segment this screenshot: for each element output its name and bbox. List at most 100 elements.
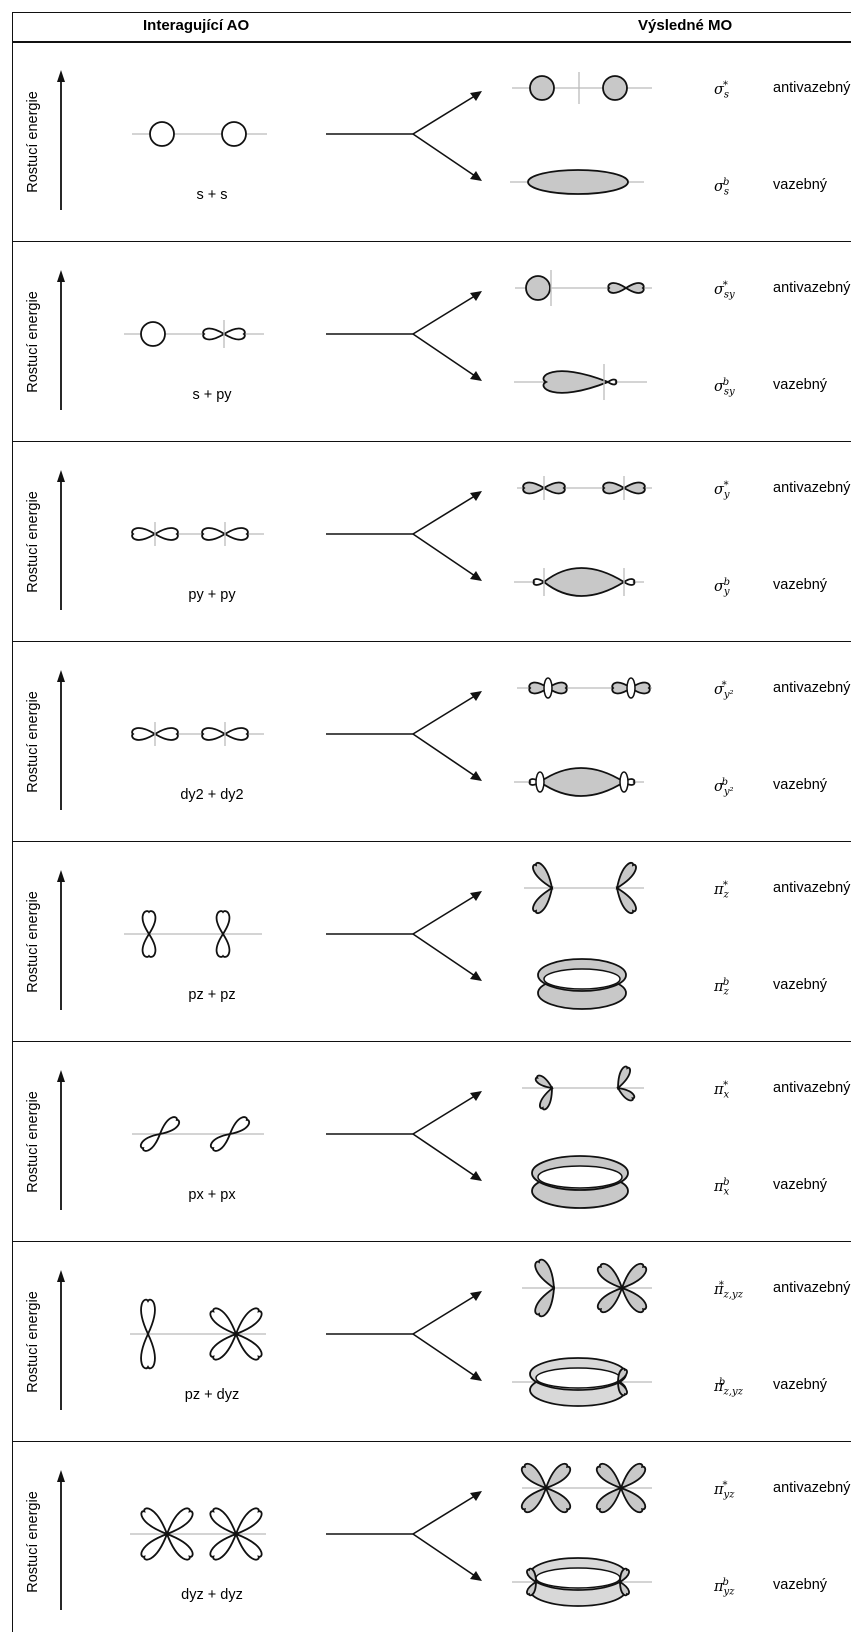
- row-diagram: [57, 270, 652, 410]
- mo-symbol-sup: *: [723, 480, 729, 491]
- d-lobe: [140, 1532, 169, 1561]
- pi-lobe: [534, 1258, 556, 1290]
- p-lobe: [140, 1298, 156, 1337]
- bonding-mo: [537, 958, 627, 1010]
- splitting-arrow-down: [412, 933, 479, 979]
- bonding-mo: [514, 767, 644, 797]
- ao-combination-label: pz + pz: [188, 987, 236, 1003]
- row-diagram: [57, 1462, 652, 1610]
- p-lobe: [141, 910, 157, 936]
- s-orbital: [149, 121, 175, 147]
- splitting-arrow-up: [412, 693, 479, 735]
- antibonding-mo: [512, 72, 652, 104]
- d-lobe: [596, 1262, 624, 1290]
- p-lobe: [139, 1132, 162, 1152]
- s-orbital: [529, 75, 555, 101]
- pi-lobe: [532, 886, 554, 915]
- pi-lobe: [615, 861, 637, 890]
- antibonding-label: antivazebný: [773, 1080, 851, 1096]
- antibonding-symbol: πyz*: [714, 1480, 734, 1501]
- ring-hole: [535, 1567, 621, 1589]
- ao-combination-label: py + py: [188, 587, 236, 603]
- bonding-label: vazebný: [773, 1177, 828, 1193]
- mo-symbol-sub: z: [723, 986, 729, 998]
- d-lobe: [620, 1262, 648, 1290]
- arrowhead-down: [470, 571, 482, 581]
- mo-symbol-sub: s: [723, 186, 730, 198]
- p-lobe: [140, 1331, 156, 1370]
- s-orbital: [140, 321, 166, 347]
- small-lobe: [619, 1567, 630, 1584]
- d-lobe: [595, 1462, 623, 1490]
- splitting-arrow-up: [412, 1293, 479, 1335]
- antibonding-mo: [522, 1258, 652, 1318]
- antibonding-label: antivazebný: [773, 680, 851, 696]
- mo-symbol-sup: b: [722, 977, 730, 988]
- p-lobe: [201, 527, 227, 541]
- energy-arrowhead: [57, 670, 65, 682]
- ao-combination-label: pz + dyz: [184, 1387, 240, 1403]
- bonding-symbol: πyzb: [714, 1577, 734, 1598]
- bonding-symbol: πxb: [714, 1177, 730, 1198]
- d-lobe: [165, 1532, 194, 1561]
- bonding-mo: [512, 1557, 652, 1607]
- arrowhead-up: [470, 291, 482, 301]
- row-diagram: [57, 70, 652, 210]
- splitting-arrow-up: [412, 293, 479, 335]
- d-lobe: [619, 1486, 647, 1514]
- d-lobe: [520, 1462, 548, 1490]
- d-lobe: [165, 1507, 194, 1536]
- torus-slice: [619, 771, 629, 793]
- p-lobe: [153, 727, 179, 741]
- pi-lobe: [532, 861, 554, 890]
- atomic-orbitals: [131, 522, 264, 546]
- d-lobe: [596, 1286, 624, 1314]
- antibonding-mo: [515, 270, 652, 306]
- antibonding-symbol: πz,yz*: [714, 1280, 743, 1301]
- antibonding-symbol: σy*: [714, 480, 730, 501]
- d-lobe: [234, 1307, 263, 1336]
- small-lobe: [622, 578, 636, 586]
- antibonding-mo: [524, 861, 644, 915]
- row-diagram: [57, 1258, 652, 1410]
- mo-symbol-sup: b: [722, 1577, 729, 1588]
- arrowhead-up: [470, 1091, 482, 1101]
- p-lobe: [546, 681, 568, 695]
- mo-symbol-base: π: [714, 881, 724, 898]
- atomic-orbitals: [132, 121, 267, 147]
- splitting-arrow-down: [412, 1333, 479, 1379]
- ring-hole: [537, 1165, 623, 1189]
- mo-symbol-sub: x: [723, 1186, 730, 1198]
- mo-symbol-base: π: [714, 1281, 724, 1298]
- bonding-label: vazebný: [773, 1577, 828, 1593]
- mo-symbol-base: π: [714, 1081, 724, 1098]
- header-divider: [12, 41, 851, 43]
- bonding-label: vazebný: [773, 577, 828, 593]
- antibonding-label: antivazebný: [773, 1280, 851, 1296]
- ao-combination-label: dy2 + dy2: [180, 787, 244, 803]
- mo-symbol-base: σ: [714, 178, 724, 195]
- p-lobe: [131, 527, 157, 541]
- mo-symbol-sup: b: [722, 377, 730, 388]
- pi-lobe: [616, 1086, 636, 1102]
- mo-symbol-sup: *: [722, 880, 728, 891]
- energy-arrowhead: [57, 1470, 65, 1482]
- d-lobe: [520, 1486, 548, 1514]
- mo-symbol-sub: z,yz: [723, 1386, 743, 1398]
- atomic-orbitals: [124, 320, 264, 348]
- atomic-orbitals: [124, 910, 262, 958]
- p-lobe: [629, 681, 651, 695]
- d-lobe: [595, 1486, 623, 1514]
- small-lobe: [526, 1567, 537, 1584]
- p-lobe: [215, 932, 231, 958]
- mo-symbol-base: π: [714, 1481, 724, 1498]
- energy-arrowhead: [57, 70, 65, 82]
- arrowhead-up: [470, 91, 482, 101]
- p-lobe: [622, 481, 646, 495]
- antibonding-mo: [517, 476, 652, 500]
- small-lobe: [606, 378, 618, 386]
